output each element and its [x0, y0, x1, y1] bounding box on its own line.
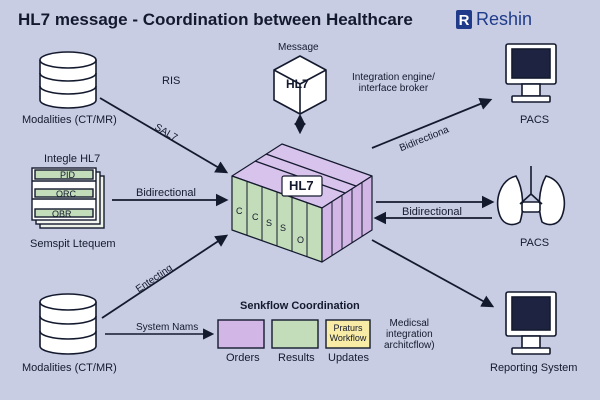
brand-logo-icon: R: [456, 10, 472, 29]
message-label: Message: [278, 42, 319, 53]
integration-engine-label: Integration engine/ interface broker: [352, 72, 435, 94]
page-title: HL7 message - Coordination between Healt…: [18, 10, 413, 29]
database-icon-bottom: [39, 293, 97, 355]
monitor-icon-top: [505, 43, 557, 103]
results-box: [271, 319, 319, 349]
arrow-mid-right-label: Bidirectional: [402, 206, 462, 218]
message-cube-text: HL7: [286, 77, 309, 91]
hl7-hub-icon: [231, 143, 373, 263]
segment-obr: OBR: [52, 209, 72, 219]
arrow-mid-left-label: Bidirectional: [136, 187, 196, 199]
brand-name: Reshin: [476, 9, 533, 29]
modalities-bottom-label: Modalities (CT/MR): [22, 362, 117, 374]
pacs-top-label: PACS: [520, 114, 550, 126]
workflow-title: Senkflow Coordination: [240, 300, 360, 312]
arrow-modalities-to-hub: [101, 234, 229, 319]
segments-caption: Semspit Ltequem: [30, 238, 116, 250]
hub-letter-2: C: [252, 212, 259, 222]
hub-letter-5: O: [297, 235, 305, 245]
arrow-hub-to-reporting: [371, 239, 495, 308]
arrow-hub-to-pacs-top: [371, 97, 493, 149]
updates-label: Updates: [328, 352, 369, 364]
segments-title: Integle HL7: [44, 153, 101, 165]
pacs-mid-label: PACS: [520, 237, 550, 249]
reporting-system-label: Reporting System: [490, 362, 578, 374]
segment-pid: PID: [60, 170, 76, 180]
results-label: Results: [278, 352, 315, 364]
brand-mark: R: [459, 12, 470, 29]
system-names-label: System Nams: [136, 322, 199, 333]
workflow-status-text: Praturs Workflow: [329, 323, 367, 343]
arrow-ris-to-hub: [99, 97, 229, 174]
orders-label: Orders: [226, 352, 260, 364]
hl7-segments-icon: [31, 167, 105, 229]
database-icon-top: [39, 51, 97, 109]
workflow-status-box: [325, 319, 371, 349]
message-cube-icon: [273, 55, 327, 115]
hub-letter-1: C: [236, 206, 243, 216]
medical-integration-label: Medicsal integration architcflow): [384, 318, 435, 351]
monitor-icon-bottom: [505, 291, 557, 355]
orders-box: [217, 319, 265, 349]
segment-orc: ORC: [56, 189, 76, 199]
lungs-icon: [496, 166, 566, 226]
hub-text: HL7: [289, 178, 314, 193]
hub-letter-4: S: [280, 223, 287, 233]
hub-letter-3: S: [266, 218, 273, 228]
ris-label: RIS: [162, 75, 181, 87]
modalities-top-label: Modalities (CT/MR): [22, 114, 117, 126]
